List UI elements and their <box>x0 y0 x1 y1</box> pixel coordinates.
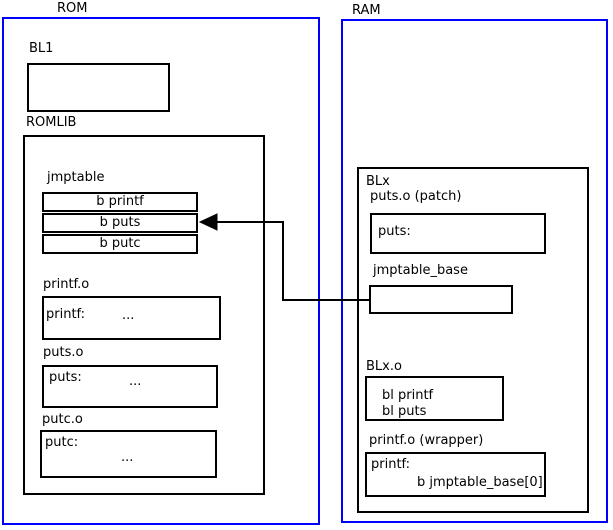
jmptable-row-puts: b puts <box>42 213 198 233</box>
printf-wrapper-box <box>365 452 546 497</box>
putc-body-dots: ... <box>121 450 134 465</box>
puts-patch-symbol: puts: <box>378 224 411 239</box>
printf-body-dots: ... <box>122 308 135 323</box>
jmptable-label: jmptable <box>47 170 105 185</box>
printf-o-box <box>42 296 221 340</box>
rom-title: ROM <box>57 1 88 16</box>
printf-wrapper-instruction: b jmptable_base[0] <box>417 475 543 490</box>
bl1-box <box>27 63 170 112</box>
puts-patch-box <box>370 213 546 254</box>
printf-symbol: printf: <box>46 307 86 322</box>
putc-o-label: putc.o <box>42 412 83 427</box>
jmptable-base-label: jmptable_base <box>373 263 468 278</box>
puts-o-label: puts.o <box>43 345 84 360</box>
bl1-label: BL1 <box>29 41 54 56</box>
printf-wrapper-label: printf.o (wrapper) <box>369 433 484 448</box>
puts-symbol: puts: <box>49 370 82 385</box>
printf-wrapper-symbol: printf: <box>371 457 411 472</box>
puts-o-box <box>42 365 218 408</box>
ram-title: RAM <box>352 3 381 18</box>
jmptable-base-box <box>369 285 513 314</box>
puts-patch-label: puts.o (patch) <box>370 189 462 204</box>
jmptable-row-printf: b printf <box>42 192 198 212</box>
printf-o-label: printf.o <box>43 277 90 292</box>
blx-label: BLx <box>366 174 390 189</box>
putc-o-box <box>40 430 217 478</box>
blx-o-line-printf: bl printf <box>382 388 434 403</box>
blx-o-label: BLx.o <box>366 359 402 374</box>
putc-symbol: putc: <box>45 435 79 450</box>
blx-o-line-puts: bl puts <box>382 404 427 419</box>
jmptable-row-putc: b putc <box>42 234 198 254</box>
romlib-label: ROMLIB <box>26 115 77 130</box>
puts-body-dots: ... <box>129 374 142 389</box>
blx-o-box <box>365 376 504 421</box>
